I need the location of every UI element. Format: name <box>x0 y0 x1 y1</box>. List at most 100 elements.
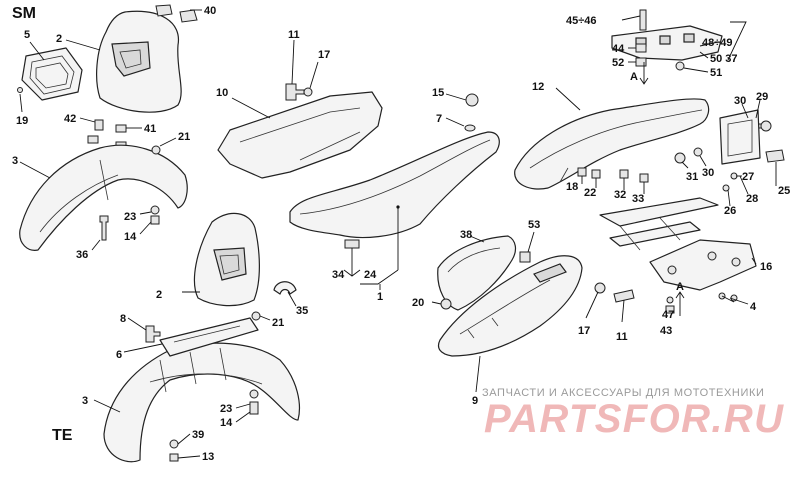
arrow-a2 <box>675 291 685 316</box>
callout-15: 15 <box>432 87 444 99</box>
callout-9: 9 <box>472 395 478 407</box>
nut-43 <box>665 305 675 314</box>
callout-labels: 40 2 5 19 42 41 3 21 23 14 36 11 17 10 1… <box>12 5 790 463</box>
callout-39: 39 <box>192 429 204 441</box>
callout-16: 16 <box>760 261 772 273</box>
bolt-45-46 <box>639 9 647 31</box>
number-plate-frame-5 <box>21 47 83 101</box>
side-panel-9 <box>437 255 583 357</box>
callout-12: 12 <box>532 81 544 93</box>
nut-13 <box>169 453 179 462</box>
callout-22: 22 <box>584 187 596 199</box>
spacer-44 <box>635 43 647 53</box>
callout-48-49: 48÷49 <box>702 37 733 49</box>
callout-3-te: 3 <box>82 395 88 407</box>
callout-1: 1 <box>377 291 383 303</box>
bushing-53 <box>519 251 531 263</box>
callout-13: 13 <box>202 451 214 463</box>
rear-subframe-16 <box>599 197 719 251</box>
callout-38: 38 <box>460 229 472 241</box>
callout-10: 10 <box>216 87 228 99</box>
washer-21a <box>151 145 161 155</box>
callout-35: 35 <box>296 305 308 317</box>
callout-2-sm: 2 <box>56 33 62 45</box>
grommet-41a <box>115 124 127 133</box>
callout-34: 34 <box>332 269 345 281</box>
washer-23b <box>249 389 259 399</box>
callout-30-top: 30 <box>734 95 746 107</box>
callout-a-bottom: A <box>676 281 684 293</box>
rubber-pad-34 <box>344 239 360 249</box>
callout-3-sm: 3 <box>12 155 18 167</box>
headlight-fairing-te <box>193 212 260 307</box>
front-fender-sm <box>19 144 188 251</box>
leader-lines <box>19 9 777 459</box>
washer-51 <box>675 61 685 71</box>
license-bracket-28 <box>719 109 761 165</box>
grommet-41c <box>87 135 99 144</box>
bolt-36 <box>99 215 109 241</box>
variant-label-te: TE <box>52 427 73 444</box>
washer-30a <box>760 120 772 132</box>
callout-47: 47 <box>662 309 674 321</box>
screw-11a <box>285 83 305 101</box>
callout-14-sm: 14 <box>124 231 137 243</box>
seat-point <box>396 205 400 209</box>
callout-26: 26 <box>724 205 736 217</box>
callout-18: 18 <box>566 181 578 193</box>
air-box-cover-10 <box>217 91 383 179</box>
bushing-17a <box>303 87 313 97</box>
nut-14a <box>150 215 160 225</box>
bushing-17b <box>594 282 606 294</box>
variant-label-sm: SM <box>12 5 36 22</box>
callout-5: 5 <box>24 29 30 41</box>
washer-26 <box>722 184 730 192</box>
callout-25: 25 <box>778 185 790 197</box>
washer-31 <box>674 152 686 164</box>
callout-53: 53 <box>528 219 540 231</box>
seat-24 <box>289 131 500 239</box>
watermark-logo: PARTSFOR.RU <box>484 397 784 441</box>
grommet-20 <box>440 298 452 310</box>
washer-7 <box>464 124 476 132</box>
screw-18 <box>577 167 587 177</box>
callout-11-bottom: 11 <box>616 331 628 343</box>
fender-brace-6 <box>159 317 259 357</box>
bracket-16 <box>649 239 757 291</box>
washer-47 <box>666 296 674 304</box>
callout-27: 27 <box>742 171 754 183</box>
callout-45-46: 45÷46 <box>566 15 597 27</box>
nut-14b <box>249 401 259 415</box>
callout-6: 6 <box>116 349 122 361</box>
watermark-tagline: ЗАПЧАСТИ И АКСЕССУАРЫ ДЛЯ МОТОТЕХНИКИ <box>482 387 764 399</box>
callout-21-te: 21 <box>272 317 284 329</box>
callout-20: 20 <box>412 297 424 309</box>
callout-33: 33 <box>632 193 644 205</box>
callout-41: 41 <box>144 123 156 135</box>
callout-36: 36 <box>76 249 88 261</box>
nut-33 <box>639 173 649 183</box>
callout-23-sm: 23 <box>124 211 136 223</box>
spacer-42 <box>94 119 104 131</box>
nut-22 <box>591 169 601 179</box>
screw-8 <box>145 325 161 343</box>
callout-14-te: 14 <box>220 417 233 429</box>
callout-2-te: 2 <box>156 289 162 301</box>
callout-28: 28 <box>746 193 758 205</box>
callout-11-top: 11 <box>288 29 300 41</box>
washer-39 <box>169 439 179 449</box>
callout-21-sm: 21 <box>178 131 190 143</box>
headlight-cap-40 <box>155 4 198 23</box>
callout-43: 43 <box>660 325 672 337</box>
callout-8: 8 <box>120 313 126 325</box>
front-fender-te <box>103 342 301 463</box>
callout-24: 24 <box>364 269 377 281</box>
bushing-52 <box>635 57 647 67</box>
washer-23a <box>150 205 160 215</box>
washer-21b <box>251 311 261 321</box>
headlight-fairing-sm <box>96 10 182 113</box>
callout-23-te: 23 <box>220 403 232 415</box>
washer-30b <box>693 147 703 157</box>
callout-17-bottom: 17 <box>578 325 590 337</box>
